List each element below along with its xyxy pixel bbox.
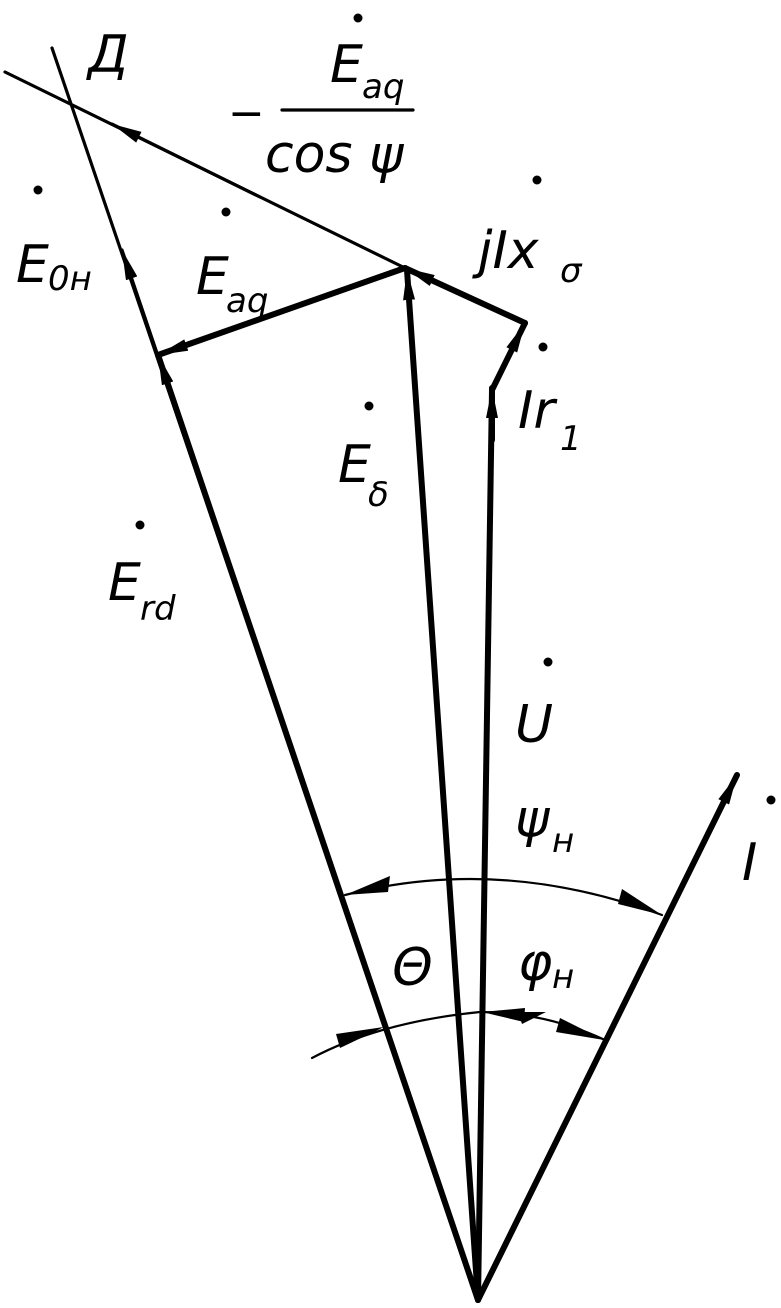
phi-n-arc-head-left: [482, 1008, 525, 1022]
label-e-delta: E δ: [338, 401, 389, 515]
label-e-aq-cos-den: cos ψ: [265, 125, 405, 185]
label-i-main: I: [742, 833, 757, 893]
label-e-0n-sub: 0н: [48, 259, 92, 299]
label-phi-n: φ н: [518, 933, 574, 997]
label-e-delta-main: E: [338, 435, 371, 495]
dot-jix: [532, 175, 542, 185]
dot-e-aq-num: [353, 13, 363, 23]
phi-n-arc-head-mid: [518, 1012, 546, 1024]
e-aq-vector: [155, 265, 408, 358]
dot-ir1: [538, 342, 548, 352]
label-phi-n-sub: н: [552, 957, 574, 997]
label-u-main: U: [515, 695, 553, 755]
label-jix-sigma: jIx σ: [472, 175, 583, 291]
u-vector-shaft: [475, 387, 495, 1303]
label-e-aq-cos: − E aq cos ψ: [228, 13, 415, 185]
psi-n-arc-head-left: [345, 876, 390, 895]
theta-arc-head-left: [336, 1027, 384, 1048]
label-i: I: [742, 795, 776, 893]
dot-e-delta: [364, 401, 374, 411]
e-rd-vector: [155, 352, 481, 1303]
label-ir1-sub: 1: [560, 419, 582, 459]
label-jix-main: jIx: [472, 221, 540, 281]
dot-e-aq: [221, 207, 231, 217]
label-psi-n: ψ н: [515, 789, 574, 861]
theta-arc: [310, 1010, 482, 1060]
psi-n-arc: [343, 877, 664, 917]
label-e-0n-main: E: [16, 235, 49, 295]
label-phi-n-main: φ: [518, 933, 552, 993]
dot-u: [543, 657, 553, 667]
label-e-rd-main: E: [108, 553, 141, 613]
label-e-rd-sub: rd: [140, 589, 176, 629]
label-e-aq-main: E: [196, 247, 229, 307]
label-e-aq: E aq: [196, 207, 268, 321]
label-e-0n: E 0н: [16, 185, 92, 299]
dot-e-rd: [135, 520, 145, 530]
label-ir1-main: Ir: [518, 381, 558, 441]
e-delta-vector: [403, 267, 481, 1303]
label-jix-sub: σ: [560, 251, 583, 291]
label-e-rd: E rd: [108, 520, 176, 629]
label-e-aq-cos-minus: −: [228, 88, 265, 139]
label-e-aq-cos-num-sub: aq: [362, 67, 404, 107]
label-u: U: [515, 657, 553, 755]
jix-sigma-vector: [402, 265, 528, 326]
label-psi-n-main: ψ: [515, 789, 551, 849]
psi-n-arc-head-right: [618, 889, 662, 915]
dot-i: [766, 795, 776, 805]
label-e-aq-cos-num: E: [330, 35, 363, 95]
label-d-axis: Д: [86, 25, 129, 85]
e-aq-cos-arrow: [110, 122, 262, 199]
i-vector: [475, 772, 740, 1303]
ir1-vector: [489, 320, 528, 393]
label-ir1: Ir 1: [518, 342, 582, 459]
dot-e-0n: [33, 185, 43, 195]
label-e-delta-sub: δ: [368, 475, 389, 515]
label-psi-n-sub: н: [552, 821, 574, 861]
label-theta: Θ: [392, 938, 433, 998]
phi-n-arc-head-right: [556, 1018, 604, 1040]
label-e-aq-sub: aq: [226, 281, 268, 321]
